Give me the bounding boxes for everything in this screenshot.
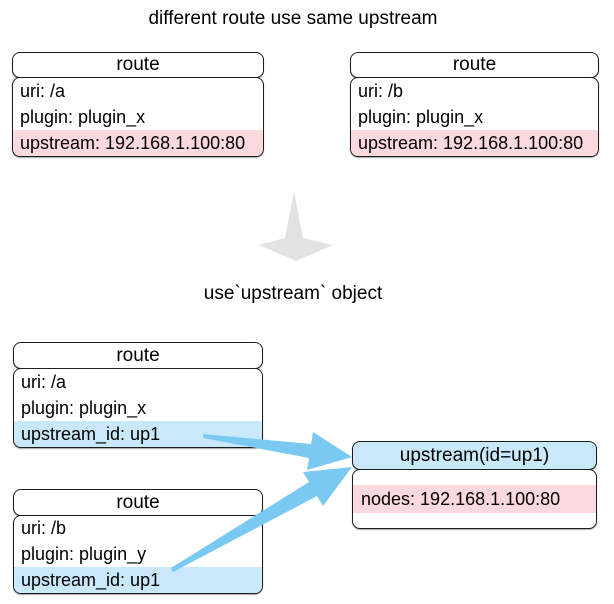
upstream-header: upstream(id=up1) xyxy=(352,441,597,470)
route-row-upstream: upstream: 192.168.1.100:80 xyxy=(13,130,263,156)
route-row-uri: uri: /a xyxy=(21,371,67,392)
route-row-plugin: plugin: plugin_x xyxy=(20,106,146,127)
diagram-subtitle: use`upstream` object xyxy=(203,283,383,304)
down-arrow-icon xyxy=(259,191,333,261)
route-header-label: route xyxy=(452,54,497,75)
route-row-upstream-id: upstream_id: up1 xyxy=(14,567,262,593)
route-body: uri: /a plugin: plugin_x upstream: 192.1… xyxy=(12,77,264,157)
route-body: uri: /b plugin: plugin_y upstream_id: up… xyxy=(13,515,263,594)
route-header: route xyxy=(350,52,599,78)
route-row-upstream-id: upstream_id: up1 xyxy=(14,421,262,447)
route-header-label: route xyxy=(116,344,160,366)
route-row-uri: uri: /b xyxy=(21,518,67,539)
upstream-body: nodes: 192.168.1.100:80 xyxy=(352,469,597,529)
route-header: route xyxy=(13,342,263,369)
route-row-plugin: plugin: plugin_x xyxy=(358,106,484,127)
route-header: route xyxy=(12,52,264,78)
route-row-plugin: plugin: plugin_y xyxy=(21,544,147,564)
route-box-top-left: route uri: /a plugin: plugin_x upstream:… xyxy=(12,52,264,157)
upstream-box: upstream(id=up1) nodes: 192.168.1.100:80 xyxy=(352,441,597,529)
route-box-bottom-b: route uri: /b plugin: plugin_y upstream_… xyxy=(13,489,263,594)
route-row-uri: uri: /b xyxy=(358,80,404,101)
route-row-upstream: upstream: 192.168.1.100:80 xyxy=(351,130,598,156)
route-row-plugin: plugin: plugin_x xyxy=(21,397,147,418)
upstream-header-label: upstream(id=up1) xyxy=(399,444,550,466)
upstream-nodes-row: nodes: 192.168.1.100:80 xyxy=(353,485,596,513)
diagram-title: different route use same upstream xyxy=(148,8,438,29)
route-header-label: route xyxy=(116,491,160,513)
route-body: uri: /b plugin: plugin_x upstream: 192.1… xyxy=(350,77,599,157)
route-header: route xyxy=(13,489,263,516)
route-box-bottom-a: route uri: /a plugin: plugin_x upstream_… xyxy=(13,342,263,448)
route-header-label: route xyxy=(116,54,160,75)
route-row-uri: uri: /a xyxy=(20,80,66,101)
route-box-top-right: route uri: /b plugin: plugin_x upstream:… xyxy=(350,52,599,157)
route-body: uri: /a plugin: plugin_x upstream_id: up… xyxy=(13,368,263,448)
